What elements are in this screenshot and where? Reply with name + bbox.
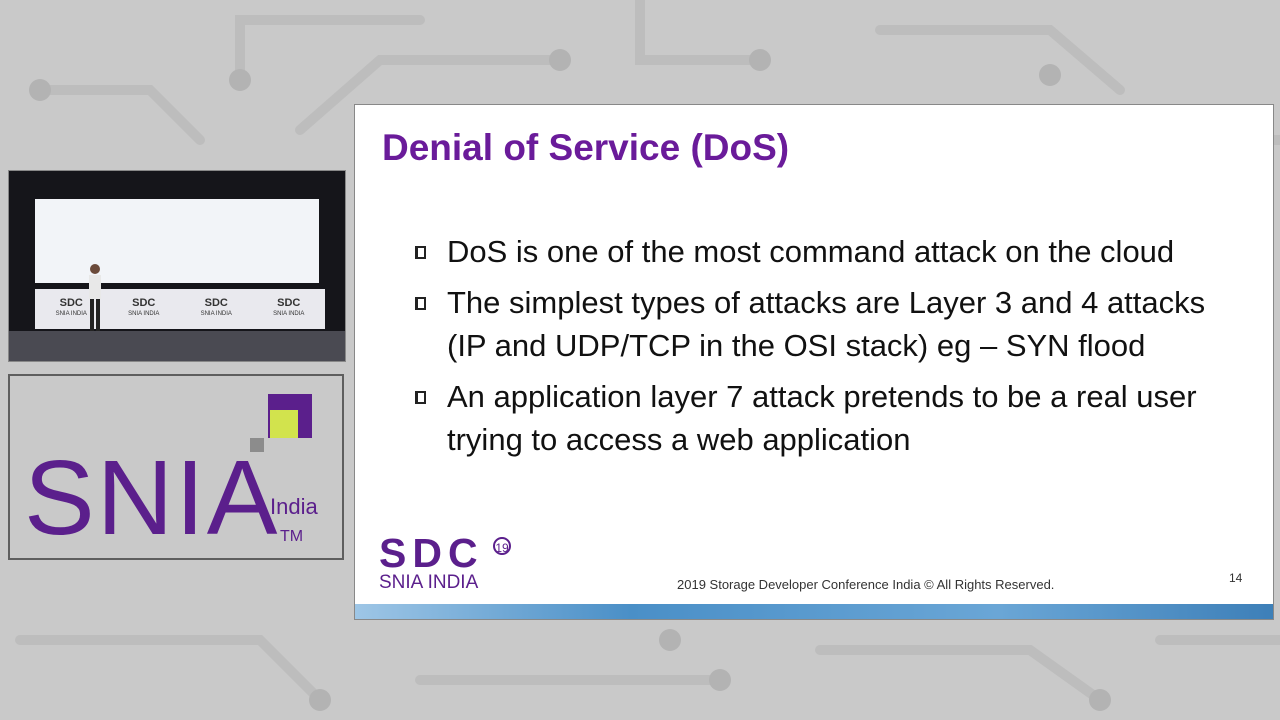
bullet-text: An application layer 7 attack pretends t… [447, 379, 1197, 457]
sdc-logo-letters: SDC [379, 530, 484, 576]
logo-wordmark: SNIA [24, 439, 280, 557]
logo-square-lime [270, 410, 298, 438]
presentation-slide: Denial of Service (DoS) DoS is one of th… [354, 104, 1274, 620]
square-bullet-icon [415, 391, 426, 404]
logo-region: India [270, 494, 318, 519]
sdc-logo-year: 19 [493, 537, 511, 555]
slide-bullet: DoS is one of the most command attack on… [413, 230, 1233, 273]
bullet-text: DoS is one of the most command attack on… [447, 234, 1175, 269]
sdc-logo-subtitle: SNIA INDIA [379, 572, 479, 593]
stage-projection-screen [35, 199, 319, 283]
audience-area [9, 331, 345, 361]
square-bullet-icon [415, 297, 426, 310]
slide-footer: 2019 Storage Developer Conference India … [677, 577, 1055, 592]
sdc-logo: SDC 19 SNIA INDIA [379, 530, 511, 593]
bullet-text: The simplest types of attacks are Layer … [447, 285, 1206, 363]
slide-bullet-list: DoS is one of the most command attack on… [413, 230, 1233, 469]
logo-trademark: TM [280, 528, 304, 545]
slide-bottom-band [355, 604, 1273, 619]
slide-bullet: The simplest types of attacks are Layer … [413, 281, 1233, 367]
speaker-figure [89, 264, 101, 331]
square-bullet-icon [415, 246, 426, 259]
slide-page-number: 14 [1229, 571, 1243, 585]
snia-india-logo: SNIA India TM [8, 374, 344, 560]
logo-square-gray [250, 438, 264, 452]
slide-bullet: An application layer 7 attack pretends t… [413, 375, 1233, 461]
slide-title: Denial of Service (DoS) [382, 127, 790, 168]
